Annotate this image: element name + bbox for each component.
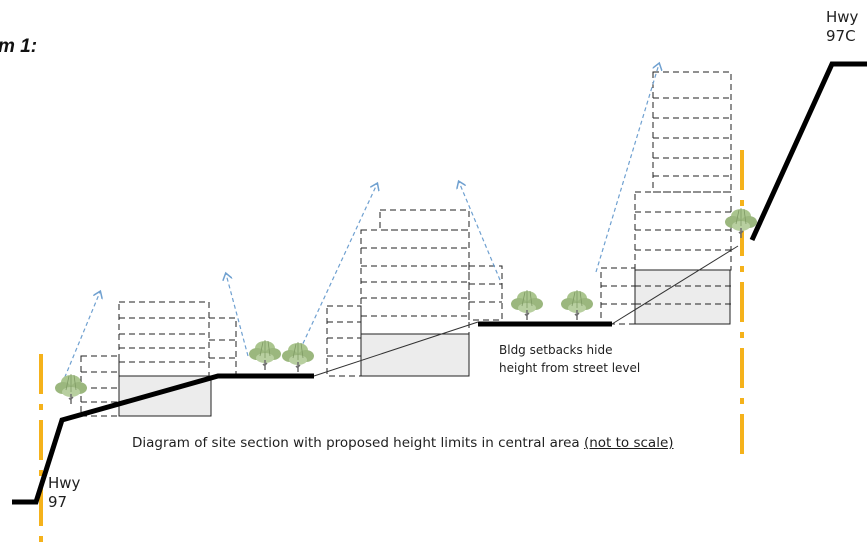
podium-block bbox=[360, 333, 470, 377]
dashed-arrow-icon bbox=[61, 292, 100, 385]
setback-note-line2: height from street level bbox=[499, 361, 641, 375]
tree-icon bbox=[281, 341, 315, 373]
setback-note-line1: Bldg setbacks hide bbox=[499, 343, 613, 357]
dashed-arrow-icon bbox=[459, 182, 501, 281]
hwy-97c-line2: 97C bbox=[826, 27, 856, 45]
diagram-caption: Diagram of site section with proposed he… bbox=[132, 435, 674, 451]
tree-icon bbox=[248, 339, 282, 371]
hwy-97-label: Hwy 97 bbox=[48, 474, 80, 512]
caption-not-to-scale: (not to scale) bbox=[583, 435, 674, 451]
dashed-arrow-icon bbox=[226, 274, 249, 357]
podium-block bbox=[634, 269, 731, 325]
hwy-97c-label: Hwy 97C bbox=[826, 8, 858, 46]
ground-profile-right bbox=[749, 61, 867, 242]
tree-icon bbox=[560, 289, 594, 321]
setback-note: Bldg setbacks hide height from street le… bbox=[499, 341, 640, 377]
hwy-97-line1: Hwy bbox=[48, 474, 81, 492]
sightline-arrows bbox=[61, 64, 659, 385]
hwy-97-line2: 97 bbox=[48, 493, 68, 511]
tree-icon bbox=[510, 289, 544, 321]
building-right bbox=[600, 71, 732, 325]
ground-profile-left bbox=[12, 373, 314, 505]
tree-icon bbox=[54, 373, 88, 405]
hwy-97c-line1: Hwy bbox=[826, 8, 859, 26]
sight-line bbox=[313, 321, 479, 377]
building-centre bbox=[326, 209, 503, 377]
dashed-arrow-icon bbox=[595, 64, 659, 273]
caption-main: Diagram of site section with proposed he… bbox=[132, 435, 584, 451]
figure-title: m 1: bbox=[0, 36, 38, 57]
sight-line bbox=[611, 245, 739, 325]
dashed-arrow-icon bbox=[299, 184, 377, 351]
